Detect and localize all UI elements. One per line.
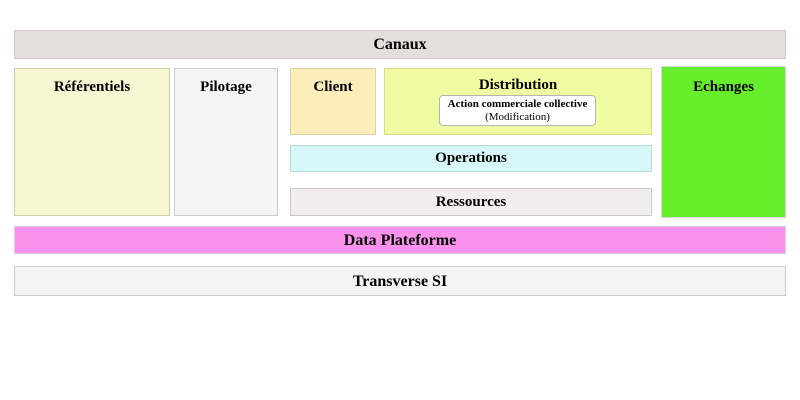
- layer-referentiels[interactable]: Référentiels: [14, 68, 170, 216]
- layer-operations[interactable]: Operations: [290, 145, 652, 172]
- layer-data-plateforme-label: Data Plateforme: [343, 232, 457, 249]
- layer-transverse-si[interactable]: Transverse SI: [14, 266, 786, 296]
- layer-client-label: Client: [313, 79, 353, 95]
- layer-distribution-label: Distribution: [478, 77, 558, 93]
- process-action-commerciale-collective[interactable]: Action commerciale collective (Modificat…: [439, 95, 596, 126]
- process-status: (Modification): [485, 111, 550, 123]
- layer-echanges[interactable]: Echanges: [661, 66, 786, 218]
- layer-echanges-label: Echanges: [693, 79, 754, 95]
- layer-pilotage[interactable]: Pilotage: [174, 68, 278, 216]
- layer-data-plateforme[interactable]: Data Plateforme: [14, 226, 786, 254]
- layer-operations-label: Operations: [435, 150, 507, 166]
- process-title: Action commerciale collective: [447, 98, 588, 110]
- layer-client[interactable]: Client: [290, 68, 376, 135]
- layer-transverse-si-label: Transverse SI: [352, 273, 448, 290]
- layer-canaux-label: Canaux: [373, 36, 427, 53]
- layer-distribution[interactable]: Distribution Action commerciale collecti…: [384, 68, 652, 135]
- layer-pilotage-label: Pilotage: [200, 79, 252, 95]
- layer-ressources[interactable]: Ressources: [290, 188, 652, 216]
- layer-canaux[interactable]: Canaux: [14, 30, 786, 59]
- layer-ressources-label: Ressources: [435, 194, 507, 210]
- layer-referentiels-label: Référentiels: [53, 79, 131, 95]
